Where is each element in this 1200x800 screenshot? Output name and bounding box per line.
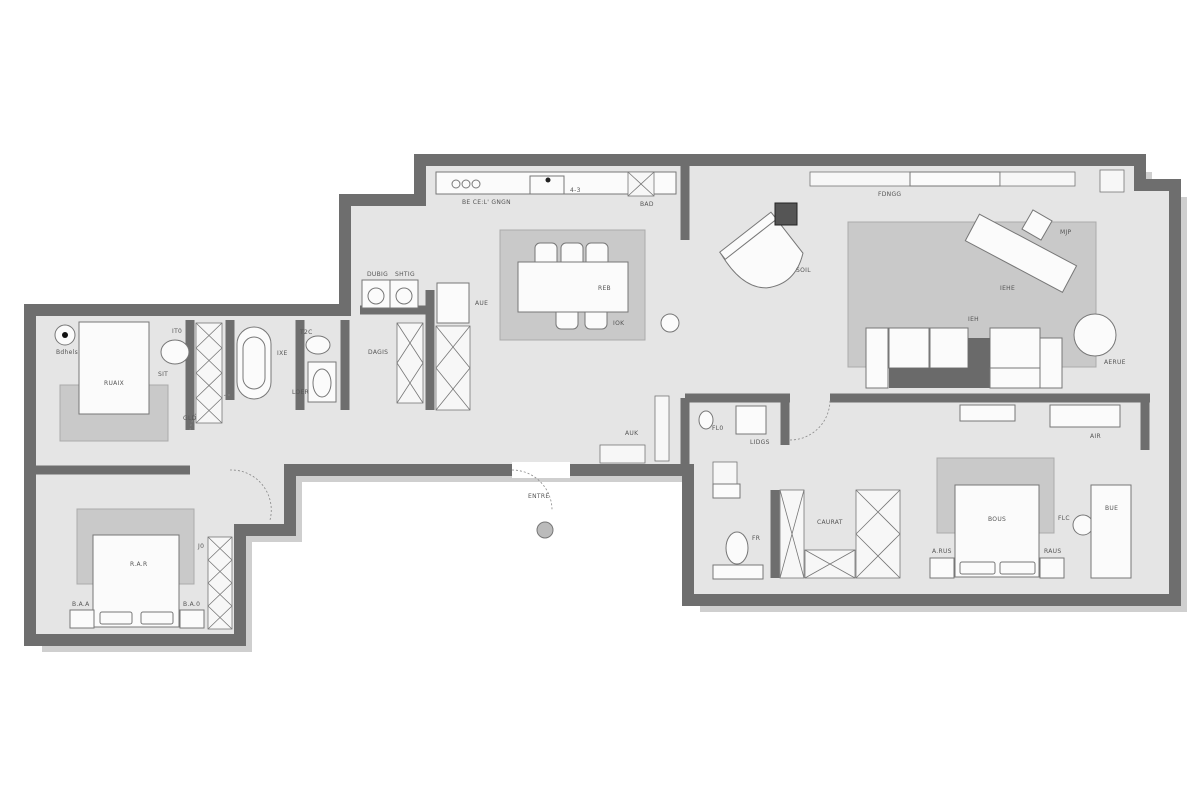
label-powder-sink: LIDGS [750,439,770,446]
label-third-nightstand-right: RAUS [1044,548,1061,555]
label-entry: ENTRE [528,493,549,500]
label-desk: BUE [1105,505,1118,512]
pantry-fridge [436,282,470,324]
label-lounge: FLC [1058,515,1070,522]
label-powder-toilet: FL0 [712,425,724,432]
label-kitchen-note: BE CE:L' GNGN [462,199,511,206]
stool [660,313,680,333]
tv-console [909,171,1001,187]
label-wardrobe: J0 [197,543,204,550]
second-bedroom: R.A.R B.A.A B.A.0 J0 [69,508,233,630]
label-coffee-table: IEHE [1000,285,1015,292]
label-washer: SHTIG [395,271,415,278]
cooktop-icon [451,179,481,189]
label-dining-table: REB [598,285,611,292]
powder-sink [735,405,767,435]
armchair [1021,209,1053,241]
guest-toilet [725,531,749,565]
label-master-bed: RUAIX [104,380,124,387]
piano-bench [774,202,798,226]
kitchen-sink [529,175,565,195]
label-sofa: IEH [968,316,979,323]
basin [312,368,332,398]
shoe-cabinet: AUK [599,395,670,464]
label-nightstand-left: B.A.A [72,601,90,608]
label-master-nightstand: Bdhels [56,349,78,356]
balcony-cabinet [1049,404,1121,428]
study: CAURAT [779,489,901,579]
guest-bath: FR [712,461,764,580]
label-third-bed: BOUS [988,516,1006,523]
label-bathtub: IXE [277,350,288,357]
second-wardrobe [207,536,233,630]
sofa [865,327,1063,389]
kitchen: 4-3 BE CE:L' GNGN BAD [435,171,677,208]
label-dining: IOK [613,320,625,327]
nightstand-right [179,609,205,629]
tv-cabinet-right [999,171,1076,187]
label-dryer: DUBIG [367,271,388,278]
toilet [305,335,331,355]
label-second-bed: R.A.R [130,561,147,568]
dining-table [517,261,629,313]
label-guest-toilet: FR [752,535,760,542]
label-shoe-cabinet: AUK [625,430,639,437]
powder-toilet [698,410,714,430]
master-bedroom: RUAIX Bdhels IT0 SIT GLD [54,321,223,442]
label-pantry: AUE [475,300,488,307]
nightstand-left [69,609,95,629]
label-kitchen-counter: 4-3 [570,187,581,194]
wall-unit [959,404,1016,422]
master-bed [78,321,150,415]
person-figure [536,521,554,539]
laundry-cabinet [396,322,424,404]
label-third-nightstand-left: A.RUS [932,548,952,555]
label-basin: LOER [292,389,309,396]
label-fridge: BAD [640,201,654,208]
label-toilet: T2C [299,329,313,336]
master-bath: IXE T2C LOER [236,326,337,403]
vanity-stool [160,339,190,365]
label-study: CAURAT [817,519,843,526]
second-bedroom-door[interactable] [229,469,272,521]
label-balcony: AIR [1090,433,1101,440]
master-closet [195,322,223,424]
label-nightstand-right: B.A.0 [183,601,200,608]
label-vanity-top: IT0 [172,328,182,335]
entry-opening[interactable] [512,462,570,478]
lounge-chair-small [1072,514,1094,536]
interior-walls [30,160,1150,578]
label-side-table: AERUE [1104,359,1126,366]
pantry-cabinet [435,325,471,411]
label-closet: GLD [183,415,197,422]
dining-area: REB IOK [499,229,680,341]
exterior-wall [24,154,1181,646]
living-area: FDNGG SOIL MJP IEHE IEH AERUE [719,169,1126,389]
laundry: DUBIG SHTIG AUE DAGIS [361,271,488,411]
desk [1090,484,1132,579]
label-vanity: SIT [158,371,168,378]
faucet-icon [545,177,551,183]
corner-cabinet [1099,169,1125,193]
label-piano: SOIL [796,267,811,274]
label-lounge-chair: MJP [1060,229,1072,236]
side-table [1073,313,1117,357]
label-laundry: DAGIS [368,349,388,356]
powder-room: FL0 LIDGS [698,405,770,446]
tv-cabinet-left [809,171,911,187]
grand-piano [719,211,804,289]
third-bedroom: BOUS A.RUS RAUS FLC BUE AIR [929,404,1132,579]
label-window-wall: FDNGG [878,191,901,198]
chaise-lounge [964,213,1078,293]
